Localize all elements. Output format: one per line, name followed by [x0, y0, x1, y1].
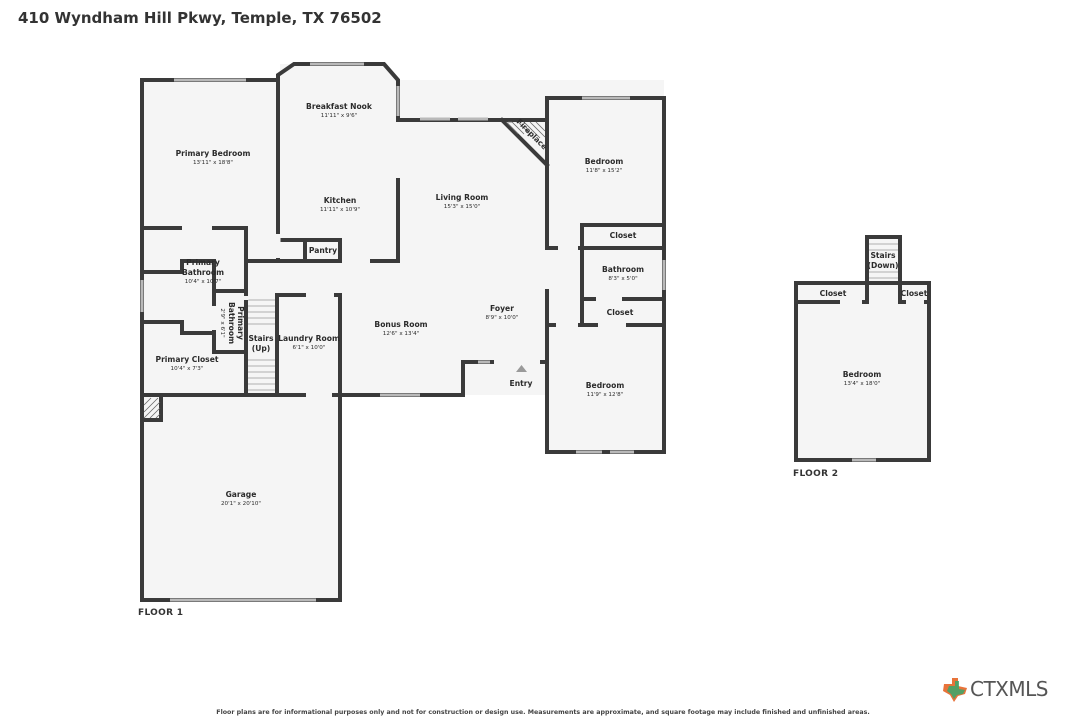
dim-bonus-room: 12'6" x 13'4"	[383, 331, 420, 337]
label-f2-closet-left: Closet	[820, 289, 847, 298]
label-f2-stairs-down-1: Stairs	[870, 251, 896, 260]
floor1-walls	[140, 62, 666, 602]
label-stairs-up-1: Stairs	[248, 334, 274, 343]
dim-bathroom: 8'3" x 5'0"	[608, 276, 638, 282]
label-primary-bathroom-1: Primary	[186, 258, 220, 267]
floor1-label: FLOOR 1	[138, 608, 184, 618]
dim-bedroom-ne: 11'8" x 15'2"	[586, 168, 623, 174]
dim-living-room: 15'3" x 15'0"	[444, 204, 481, 210]
stairs-up-treads	[248, 299, 275, 391]
dim-kitchen: 11'11" x 10'9"	[320, 207, 360, 213]
dim-primary-bathroom2: 2'9" x 6'1"	[219, 308, 225, 338]
label-living-room: Living Room	[436, 193, 489, 202]
label-primary-bathroom2-2: Bathroom	[227, 302, 236, 344]
label-f2-bedroom: Bedroom	[843, 370, 882, 379]
ctxmls-logo: CTXMLS	[940, 676, 1048, 702]
label-foyer: Foyer	[490, 304, 514, 313]
label-entry: Entry	[510, 379, 533, 388]
label-pantry: Pantry	[309, 246, 337, 255]
floor2-label: FLOOR 2	[793, 469, 839, 479]
dim-laundry-room: 6'1" x 10'0"	[293, 345, 326, 351]
label-primary-closet: Primary Closet	[156, 355, 219, 364]
dim-breakfast-nook: 11'11" x 9'6"	[321, 113, 358, 119]
fireplace-hatch	[505, 121, 546, 139]
label-f2-stairs-down-2: (Down)	[868, 261, 899, 270]
label-bedroom-ne: Bedroom	[585, 157, 624, 166]
dim-garage: 20'1" x 20'10"	[221, 501, 261, 507]
label-closet-mid: Closet	[607, 308, 634, 317]
garage-hatch	[143, 397, 161, 419]
disclaimer: Floor plans are for informational purpos…	[216, 709, 870, 716]
dim-f2-bedroom: 13'4" x 18'0"	[844, 381, 881, 387]
logo-text: CTXMLS	[970, 677, 1048, 701]
label-bonus-room: Bonus Room	[374, 320, 427, 329]
label-stairs-up-2: (Up)	[252, 344, 271, 353]
texas-logo-icon	[943, 678, 967, 702]
label-kitchen: Kitchen	[324, 196, 357, 205]
f2-stair-treads	[869, 243, 898, 279]
floor1-doors	[182, 225, 626, 398]
property-address: 410 Wyndham Hill Pkwy, Temple, TX 76502	[18, 9, 382, 27]
label-laundry-room: Laundry Room	[278, 334, 340, 343]
dim-primary-closet: 10'4" x 7'3"	[171, 366, 204, 372]
dim-bedroom-se: 11'9" x 12'8"	[587, 392, 624, 398]
label-breakfast-nook: Breakfast Nook	[306, 102, 373, 111]
floor1-windows	[140, 62, 666, 602]
dim-foyer: 8'9" x 10'0"	[486, 315, 519, 321]
label-bathroom: Bathroom	[602, 265, 644, 274]
label-primary-bedroom: Primary Bedroom	[176, 149, 251, 158]
label-garage: Garage	[226, 490, 257, 499]
floor2-fill	[796, 237, 929, 460]
label-closet-ne: Closet	[610, 231, 637, 240]
label-primary-bathroom2-1: Primary	[236, 306, 245, 340]
dim-primary-bedroom: 13'11" x 18'8"	[193, 160, 233, 166]
label-bedroom-se: Bedroom	[586, 381, 625, 390]
floor1-fill	[142, 64, 664, 600]
dim-primary-bathroom: 10'4" x 10'7"	[185, 279, 222, 285]
entry-arrow-icon	[516, 365, 527, 372]
label-f2-closet-right: Closet	[901, 289, 928, 298]
label-primary-bathroom-2: Bathroom	[182, 268, 224, 277]
